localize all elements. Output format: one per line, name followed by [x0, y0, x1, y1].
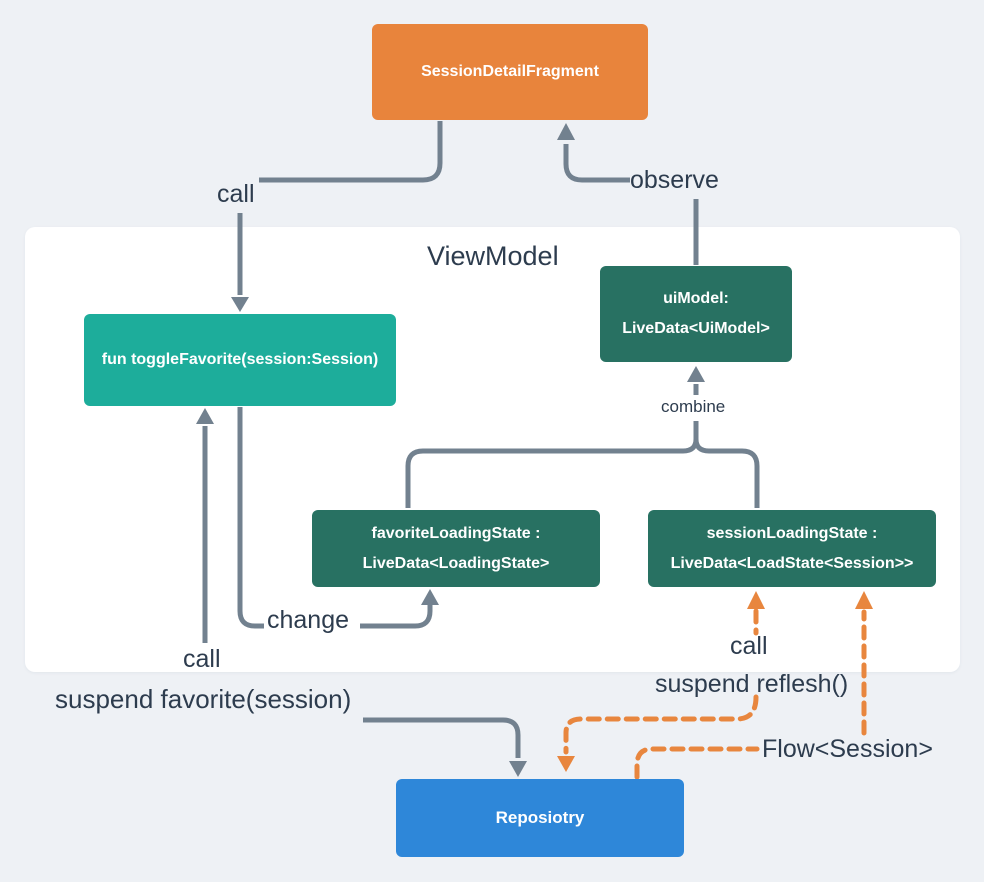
label-change: change	[267, 606, 350, 634]
node-toggle-favorite-label: fun toggleFavorite(session:Session)	[101, 351, 379, 368]
label-call-top: call	[217, 180, 255, 208]
label-combine: combine	[661, 397, 726, 416]
arrowhead-fragment-bottom	[557, 123, 575, 140]
node-repository: Reposiotry	[396, 779, 684, 857]
label-observe: observe	[630, 166, 719, 194]
label-flow-session: Flow<Session>	[762, 735, 933, 763]
node-favorite-loading-state-line1: favoriteLoadingState :	[371, 524, 541, 542]
label-suspend-reflesh: suspend reflesh()	[655, 670, 849, 698]
arrowhead-repository-top-orange	[557, 756, 575, 772]
node-session-loading-state-line1: sessionLoadingState :	[706, 524, 878, 542]
edge-combine-left-branch	[405, 438, 699, 508]
arrowhead-sessload-bottom-left	[747, 591, 765, 609]
edge-observe-to-fragment	[563, 144, 630, 183]
node-favorite-loading-state-line2: LiveData<LoadingState>	[362, 554, 550, 572]
arrowhead-repository-top-gray	[509, 761, 527, 777]
edge-fragment-to-call	[259, 121, 443, 183]
arrowhead-favload-bottom	[421, 589, 439, 605]
node-ui-model-line2: LiveData<UiModel>	[622, 320, 770, 337]
arrowhead-sessload-bottom-right	[855, 591, 873, 609]
node-session-loading-state: sessionLoadingState : LiveData<LoadState…	[648, 510, 936, 587]
node-ui-model-line1: uiModel:	[663, 290, 729, 307]
edge-change-to-favload	[360, 605, 433, 629]
edge-suspendfavorite-to-repository	[363, 717, 521, 758]
label-suspend-favorite: suspend favorite(session)	[55, 684, 352, 714]
edge-repository-to-flow	[634, 746, 760, 780]
node-session-detail-fragment: SessionDetailFragment	[372, 24, 648, 120]
viewmodel-title: ViewModel	[427, 241, 559, 271]
edge-combine-right-branch	[693, 438, 760, 508]
arrowhead-togglefavorite-bottom	[196, 408, 214, 424]
node-toggle-favorite: fun toggleFavorite(session:Session)	[84, 314, 396, 406]
label-call-left: call	[183, 645, 221, 673]
arrowhead-togglefavorite-top	[231, 297, 249, 312]
arrowhead-uimodel-bottom	[687, 366, 705, 382]
label-call-right: call	[730, 632, 768, 660]
node-repository-label: Reposiotry	[495, 808, 585, 827]
node-favorite-loading-state: favoriteLoadingState : LiveData<LoadingS…	[312, 510, 600, 587]
edge-togglefavorite-to-change	[237, 407, 264, 629]
node-ui-model: uiModel: LiveData<UiModel>	[600, 266, 792, 362]
node-session-detail-fragment-label: SessionDetailFragment	[421, 63, 599, 80]
edge-reflesh-to-repository	[563, 694, 759, 755]
node-session-loading-state-line2: LiveData<LoadState<Session>>	[670, 554, 914, 572]
